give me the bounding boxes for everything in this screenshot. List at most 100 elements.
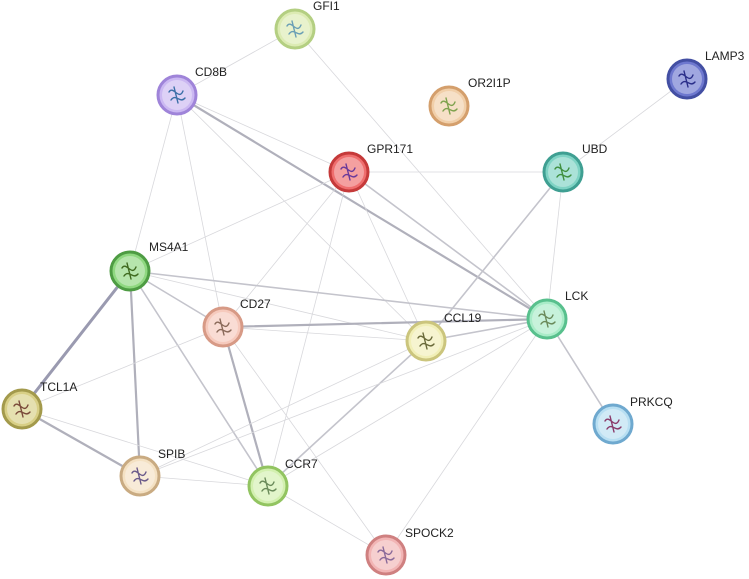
edge-cd27-lck[interactable] <box>221 317 549 329</box>
node-inner-highlight <box>280 14 310 44</box>
node-spib[interactable]: SPIB <box>119 447 185 497</box>
protein-structure-icon <box>377 546 395 564</box>
edge-cd8b-ms4a1[interactable] <box>129 94 178 272</box>
protein-structure-icon <box>286 20 304 38</box>
edge-cd8b-lck[interactable] <box>175 93 549 321</box>
edge-ms4a1-tcl1a[interactable] <box>20 269 132 411</box>
node-label-spib: SPIB <box>158 447 185 461</box>
edge-gpr171-ccl19[interactable] <box>348 171 427 342</box>
edge-cd27-ccr7[interactable] <box>221 325 270 488</box>
edge-gfi1-cd8b[interactable] <box>176 28 296 96</box>
node-circle[interactable] <box>109 250 151 292</box>
node-spock2[interactable]: SPOCK2 <box>365 526 454 576</box>
edge-cd8b-ccl19[interactable] <box>176 94 427 342</box>
node-label-cd8b: CD8B <box>195 65 227 79</box>
node-ms4a1[interactable]: MS4A1 <box>109 240 189 292</box>
edge-ccr7-spock2[interactable] <box>267 485 387 556</box>
node-circle[interactable] <box>428 85 470 127</box>
edge-gpr171-ccr7[interactable] <box>267 171 350 487</box>
edge-ubd-ccl19[interactable] <box>425 171 564 342</box>
node-label-ccl19: CCL19 <box>444 311 482 325</box>
node-or2i1p[interactable]: OR2I1P <box>428 76 511 127</box>
node-label-lck: LCK <box>565 289 588 303</box>
node-circle[interactable] <box>666 58 708 100</box>
node-prkcq[interactable]: PRKCQ <box>592 395 673 445</box>
node-label-cd27: CD27 <box>240 297 271 311</box>
node-inner-highlight <box>548 157 578 187</box>
edge-ms4a1-spib[interactable] <box>128 269 142 478</box>
node-circle[interactable] <box>592 403 634 445</box>
protein-structure-icon <box>417 332 435 350</box>
edge-layer <box>20 28 688 556</box>
node-circle[interactable] <box>202 306 244 348</box>
node-lamp3[interactable]: LAMP3 <box>666 49 745 100</box>
edge-tcl1a-spib[interactable] <box>20 407 142 478</box>
node-circle[interactable] <box>405 320 447 362</box>
node-inner-highlight <box>125 461 155 491</box>
node-ccr7[interactable]: CCR7 <box>247 457 318 507</box>
edge-lck-prkcq[interactable] <box>546 318 614 425</box>
edge-lck-ccr7[interactable] <box>267 318 548 487</box>
edge-cd27-tcl1a[interactable] <box>21 326 224 410</box>
edge-ccl19-ccr7[interactable] <box>267 340 427 487</box>
node-ccl19[interactable]: CCL19 <box>405 311 482 362</box>
node-label-prkcq: PRKCQ <box>630 395 673 409</box>
node-label-gfi1: GFI1 <box>313 0 340 13</box>
node-ubd[interactable]: UBD <box>542 142 608 193</box>
node-cd27[interactable]: CD27 <box>202 297 271 348</box>
edge-lamp3-ubd[interactable] <box>562 78 688 173</box>
node-circle[interactable] <box>247 465 289 507</box>
node-gfi1[interactable]: GFI1 <box>274 0 340 50</box>
protein-structure-icon <box>131 467 149 485</box>
node-inner-highlight <box>532 304 562 334</box>
edge-gpr171-lck[interactable] <box>348 171 548 320</box>
node-lck[interactable]: LCK <box>526 289 588 340</box>
protein-structure-icon <box>340 163 358 181</box>
protein-structure-icon <box>214 318 232 336</box>
edge-tcl1a-ccr7[interactable] <box>21 408 269 487</box>
protein-structure-icon <box>259 477 277 495</box>
node-circle[interactable] <box>156 74 198 116</box>
protein-structure-icon <box>604 415 622 433</box>
edge-gpr171-ms4a1[interactable] <box>129 171 350 272</box>
protein-structure-icon <box>678 70 696 88</box>
edge-cd8b-cd27[interactable] <box>176 94 224 328</box>
edge-gpr171-cd27[interactable] <box>222 171 350 328</box>
node-circle[interactable] <box>274 8 316 50</box>
edge-cd8b-gpr171[interactable] <box>176 94 350 173</box>
edge-gfi1-lck[interactable] <box>294 28 548 320</box>
node-label-tcl1a: TCL1A <box>40 380 77 394</box>
protein-structure-icon <box>440 97 458 115</box>
node-label-spock2: SPOCK2 <box>405 526 454 540</box>
edge-cd27-spock2[interactable] <box>222 326 387 556</box>
edge-lck-spock2[interactable] <box>385 318 548 556</box>
node-label-or2i1p: OR2I1P <box>468 76 511 90</box>
node-circle[interactable] <box>119 455 161 497</box>
edge-ms4a1-ccr7[interactable] <box>129 270 269 487</box>
edge-ms4a1-ccl19[interactable] <box>129 270 427 342</box>
node-inner-highlight <box>115 256 145 286</box>
edge-lck-spib[interactable] <box>139 318 548 477</box>
node-circle[interactable] <box>328 151 370 193</box>
protein-structure-icon <box>13 400 31 418</box>
node-label-ubd: UBD <box>582 142 608 156</box>
node-gpr171[interactable]: GPR171 <box>328 142 413 193</box>
node-inner-highlight <box>371 540 401 570</box>
protein-structure-icon <box>538 310 556 328</box>
node-circle[interactable] <box>365 534 407 576</box>
edge-ms4a1-lck[interactable] <box>129 270 548 320</box>
node-cd8b[interactable]: CD8B <box>156 65 227 116</box>
node-circle[interactable] <box>542 151 584 193</box>
edge-spib-ccr7[interactable] <box>139 475 269 487</box>
node-circle[interactable] <box>526 298 568 340</box>
edge-cd27-ccl19[interactable] <box>222 326 427 342</box>
node-circle[interactable] <box>1 388 43 430</box>
edge-ccl19-spib[interactable] <box>139 340 427 477</box>
protein-structure-icon <box>168 86 186 104</box>
node-inner-highlight <box>434 91 464 121</box>
node-tcl1a[interactable]: TCL1A <box>1 380 77 430</box>
node-inner-highlight <box>7 394 37 424</box>
edge-ubd-lck[interactable] <box>546 171 564 320</box>
